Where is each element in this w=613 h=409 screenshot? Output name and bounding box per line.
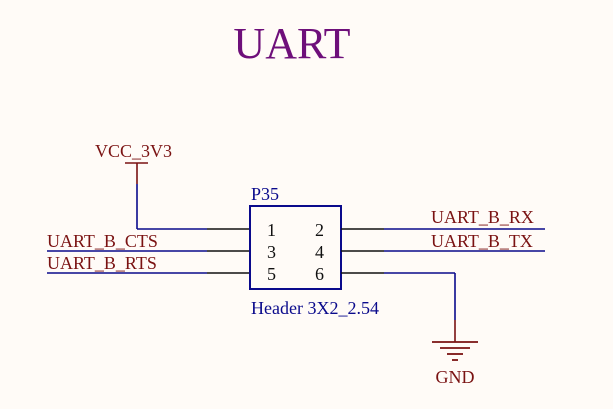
component-designator: P35 [251, 184, 279, 204]
net-label-cts: UART_B_CTS [47, 231, 158, 251]
net-uart-b-cts: UART_B_CTS [47, 231, 207, 252]
right-pin-stubs [341, 228, 384, 274]
net-label-tx: UART_B_TX [431, 231, 533, 251]
net-label-rts: UART_B_RTS [47, 253, 157, 273]
power-label: VCC_3V3 [95, 141, 172, 161]
pin-number-2: 2 [315, 220, 324, 240]
schematic-title: UART [233, 19, 350, 68]
header-p35: P35 1 2 3 4 5 6 Header 3X2_2.54 [249, 184, 379, 318]
pin-number-6: 6 [315, 264, 324, 284]
wire-pin6-to-gnd [384, 272, 456, 320]
pin-number-5: 5 [267, 264, 276, 284]
power-port-vcc: VCC_3V3 [95, 141, 172, 184]
component-body [249, 205, 342, 290]
net-uart-b-rx: UART_B_RX [384, 207, 545, 230]
component-value: Header 3X2_2.54 [251, 298, 379, 318]
wire-vcc-to-pin1 [136, 184, 207, 230]
pin-number-1: 1 [267, 220, 276, 240]
pin-number-3: 3 [267, 242, 276, 262]
pin-number-4: 4 [315, 242, 324, 262]
ground-label: GND [436, 367, 475, 387]
net-uart-b-rts: UART_B_RTS [47, 253, 207, 274]
ground-icon [432, 320, 478, 361]
net-label-rx: UART_B_RX [431, 207, 534, 227]
left-pin-stubs [207, 228, 250, 274]
net-uart-b-tx: UART_B_TX [384, 231, 545, 252]
